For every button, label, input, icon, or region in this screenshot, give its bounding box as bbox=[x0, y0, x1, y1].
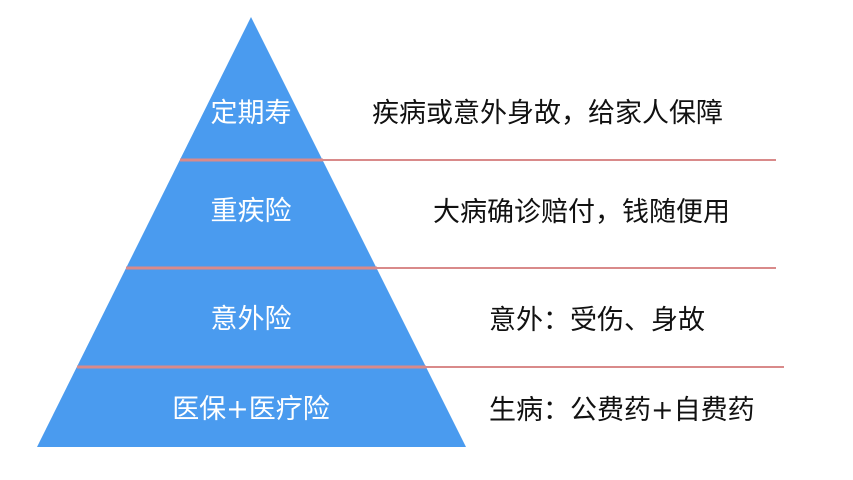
tier-label-accident: 意外险 bbox=[210, 304, 292, 335]
separator-line-1 bbox=[323, 159, 776, 161]
tier-description-accident: 意外：受伤、身故 bbox=[489, 305, 705, 336]
tier-description-term-life: 疾病或意外身故，给家人保障 bbox=[372, 98, 723, 129]
tier-label-medical: 医保+医疗险 bbox=[172, 394, 330, 425]
tier-label-critical-illness: 重疾险 bbox=[210, 196, 292, 227]
separator-line-3 bbox=[426, 366, 784, 368]
tier-label-term-life: 定期寿 bbox=[210, 98, 292, 129]
tier-description-critical-illness: 大病确诊赔付，钱随便用 bbox=[433, 197, 730, 228]
separator-line-2 bbox=[377, 267, 776, 269]
tier-description-medical: 生病：公费药+自费药 bbox=[489, 395, 755, 426]
